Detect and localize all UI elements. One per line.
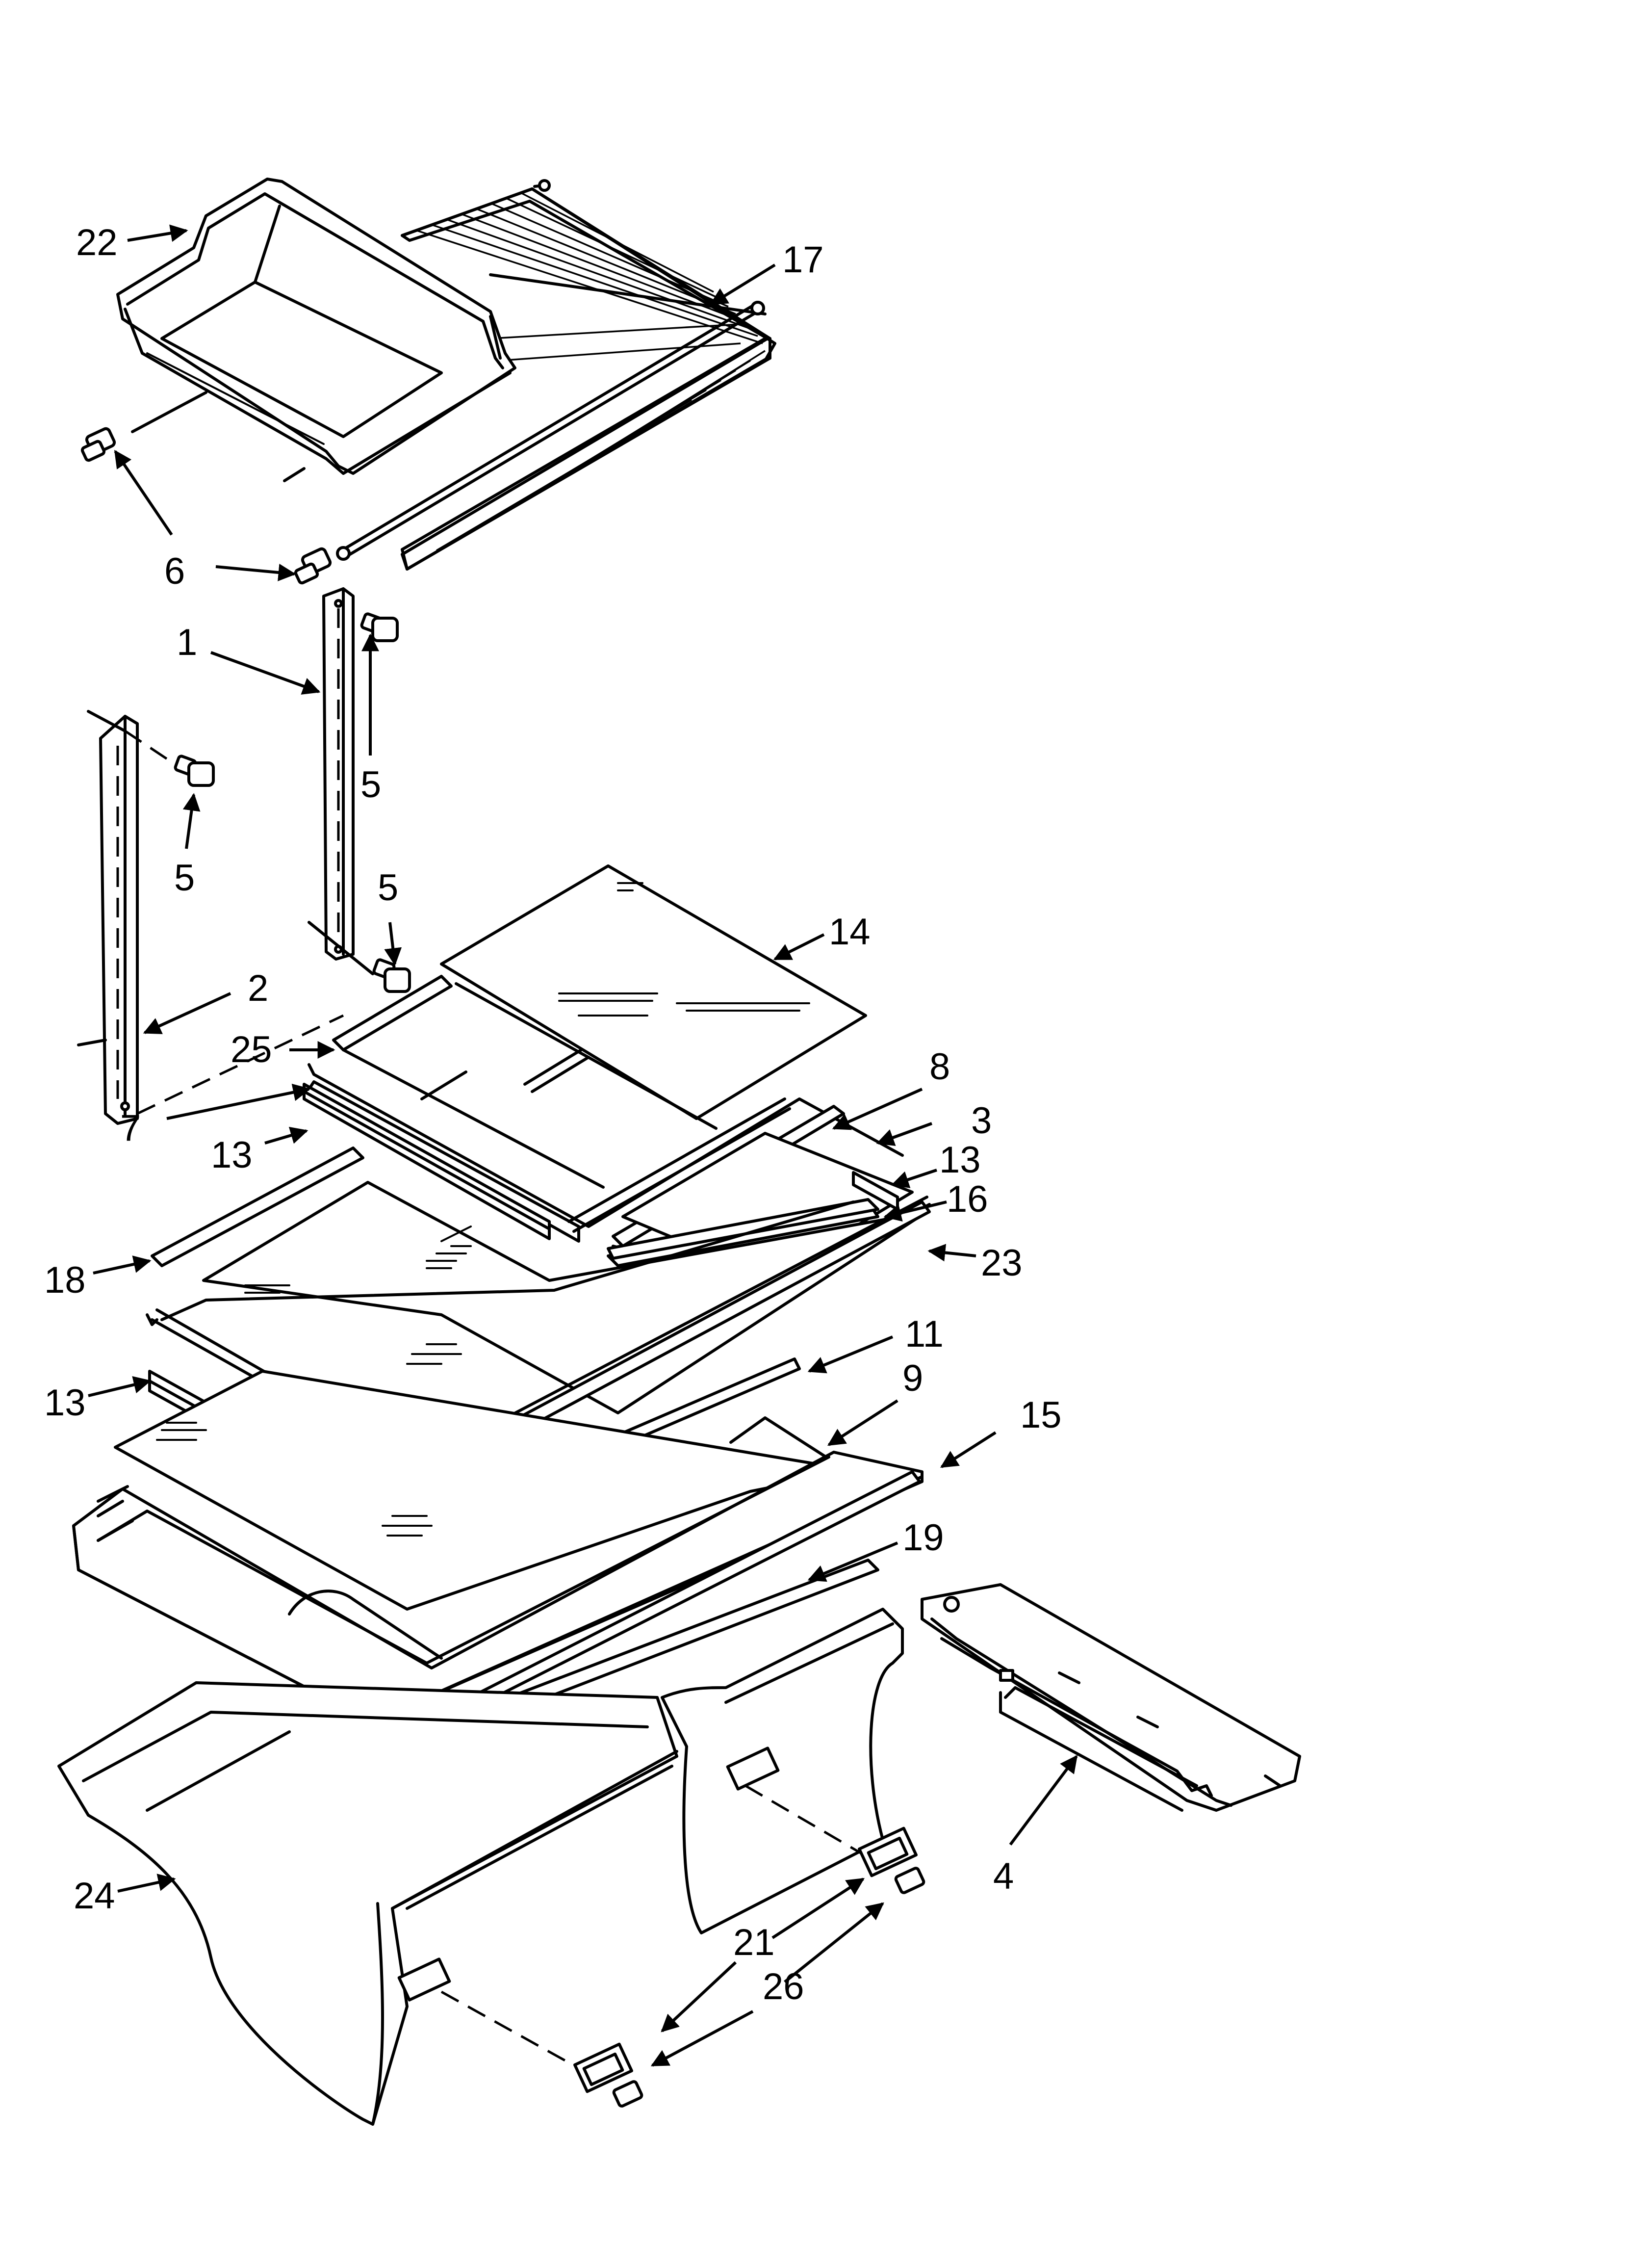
callout-24: 24 (74, 1875, 115, 1917)
glass-shelf-upper (440, 864, 867, 1120)
callout-4: 4 (993, 1855, 1014, 1897)
callout-16: 16 (947, 1178, 988, 1220)
callout-17: 17 (782, 239, 824, 281)
callout-labels: 22 17 6 1 5 5 5 14 2 25 7 8 3 13 13 16 1… (44, 222, 1062, 2007)
callout-26: 26 (763, 1966, 804, 2007)
callout-5-lower: 5 (378, 867, 398, 909)
callout-15: 15 (1020, 1394, 1062, 1436)
shelf-stud-left (80, 427, 116, 462)
callout-22: 22 (76, 222, 118, 263)
callout-5-upper: 5 (360, 764, 381, 806)
crisper-bin-small (661, 1608, 904, 1934)
callout-9: 9 (902, 1357, 923, 1399)
rear-trim-25 (332, 975, 453, 1051)
shelf-stud-right (294, 547, 332, 585)
clip-guide-left (440, 1990, 575, 2067)
ladder-rail-left (77, 710, 178, 1125)
callout-11: 11 (905, 1313, 944, 1355)
callout-1: 1 (177, 622, 197, 663)
crisper-bin-large (57, 1681, 678, 2126)
ladder-rail-right (322, 587, 355, 961)
front-trim-18 (151, 1147, 364, 1267)
callout-7: 7 (120, 1107, 141, 1149)
clip-guide-right (744, 1784, 864, 1856)
callout-5-middle: 5 (174, 857, 195, 899)
bin-stop-right (894, 1867, 925, 1894)
callout-13-upper-right: 13 (939, 1139, 981, 1181)
bin-slide-clip-right (858, 1826, 918, 1877)
callout-8: 8 (929, 1046, 950, 1088)
callout-25: 25 (231, 1029, 272, 1070)
callout-19: 19 (902, 1517, 944, 1559)
callout-14: 14 (829, 911, 871, 953)
callout-13-lower: 13 (44, 1382, 86, 1424)
screw-mid (174, 755, 215, 787)
bin-stop-left (612, 2080, 643, 2108)
leader-arrows (88, 224, 1078, 2067)
bin-slide-clip-left (573, 2042, 633, 2093)
callout-23: 23 (981, 1242, 1023, 1284)
crisper-control-housing (921, 1583, 1301, 1812)
wire-shelf (131, 179, 776, 571)
callout-3: 3 (971, 1100, 992, 1142)
callout-18: 18 (44, 1259, 86, 1301)
callout-21: 21 (733, 1922, 775, 1963)
screw-low (372, 958, 411, 993)
callout-6: 6 (164, 550, 185, 592)
callout-13-upper-left: 13 (211, 1134, 253, 1176)
screw-top (360, 612, 399, 642)
mount-guide-line (136, 1014, 344, 1115)
callout-2: 2 (248, 967, 268, 1009)
shelf-bin (116, 178, 516, 475)
